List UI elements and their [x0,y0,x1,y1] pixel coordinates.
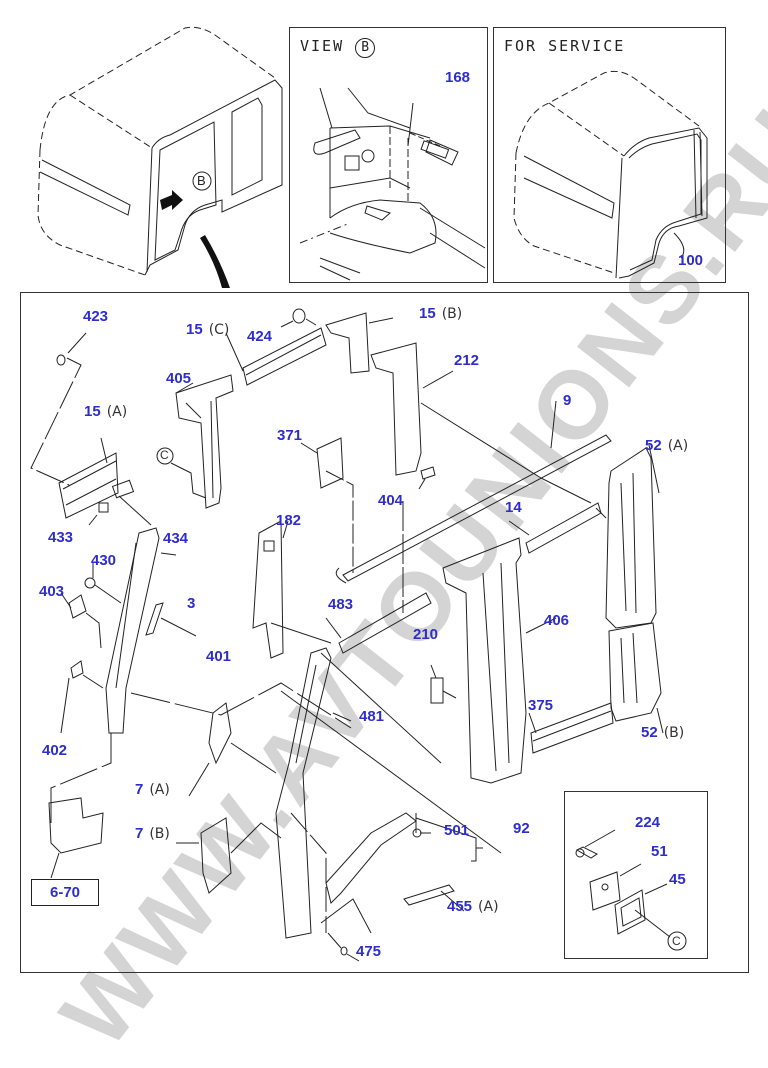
view-title-text: VIEW [300,37,345,55]
part-224 [577,847,597,858]
part-45 [615,890,645,934]
callout-455-a[interactable]: 455(A) [447,898,499,915]
part-210 [431,678,443,703]
callout-424[interactable]: 424 [247,328,273,345]
part-51 [590,872,620,910]
part-481 [276,648,331,938]
callout-433[interactable]: 433 [48,529,74,546]
callout-100[interactable]: 100 [678,252,704,269]
part-403 [69,595,86,618]
callout-481[interactable]: 481 [359,708,385,725]
part-6-70-ref [49,798,103,853]
callout-430[interactable]: 430 [91,552,117,569]
part-434 [112,480,133,497]
callout-45[interactable]: 45 [669,871,686,888]
callout-210[interactable]: 210 [413,626,439,643]
part-475 [341,947,347,955]
callout-52-a[interactable]: 52(A) [645,437,689,454]
callout-405[interactable]: 405 [166,370,192,387]
part-406 [443,538,526,783]
callout-401[interactable]: 401 [206,648,232,665]
part-404 [421,467,435,479]
overview-cab-illustration: B [0,0,290,290]
callout-14[interactable]: 14 [505,499,522,516]
part-424 [293,309,305,323]
callout-182[interactable]: 182 [276,512,302,529]
callout-403[interactable]: 403 [39,583,65,600]
callout-9[interactable]: 9 [563,392,572,409]
view-marker-b[interactable]: B [197,173,206,188]
part-212 [371,343,421,475]
callout-168[interactable]: 168 [445,69,471,86]
callout-434[interactable]: 434 [163,530,189,547]
callout-402[interactable]: 402 [42,742,68,759]
leader-wedge-icon [200,235,230,288]
callout-406[interactable]: 406 [544,612,570,629]
part-371 [317,438,343,488]
direction-arrow-icon [160,190,183,210]
part-182 [253,521,283,658]
callout-483[interactable]: 483 [328,596,354,613]
callout-212[interactable]: 212 [454,352,480,369]
callout-371[interactable]: 371 [277,427,303,444]
callout-51[interactable]: 51 [651,843,668,860]
callout-501[interactable]: 501 [444,822,470,839]
part-15b [326,313,369,373]
view-b-title: VIEW B [300,37,376,58]
callout-404[interactable]: 404 [378,492,404,509]
callout-423[interactable]: 423 [83,308,109,325]
inset-panel: 224 51 45 C [564,791,708,959]
callout-3[interactable]: 3 [187,595,196,612]
part-92-arch [326,813,416,903]
part-405 [176,375,233,508]
part-433 [99,503,108,512]
callout-375[interactable]: 375 [528,697,554,714]
view-b-drawing [290,28,489,284]
callout-7-b[interactable]: 7(B) [135,825,170,842]
part-7b [201,818,231,893]
part-52b [609,623,661,721]
part-501 [413,829,421,837]
cab-drawing [0,0,290,288]
callout-15-c[interactable]: 15(C) [186,321,230,338]
page-reference-6-70[interactable]: 6-70 [31,879,99,906]
callout-92[interactable]: 92 [513,820,530,837]
callout-475[interactable]: 475 [356,943,382,960]
part-430 [85,578,95,588]
part-14 [526,503,601,553]
for-service-panel: FOR SERVICE 100 [493,27,726,283]
callout-224[interactable]: 224 [635,814,661,831]
callout-15-a[interactable]: 15(A) [84,403,128,420]
service-cab-drawing [494,28,727,284]
view-marker-circle: B [355,38,376,58]
part-402 [71,661,83,678]
callout-7-a[interactable]: 7(A) [135,781,170,798]
part-401 [146,603,163,635]
part-15a [59,453,118,518]
view-b-panel: VIEW B 168 [289,27,488,283]
inset-ref-marker-c[interactable]: C [672,934,681,948]
for-service-title: FOR SERVICE [504,37,626,55]
part-52a [606,448,656,628]
part-423 [57,355,65,365]
ref-marker-c[interactable]: C [160,448,169,462]
callout-52-b[interactable]: 52(B) [641,724,685,741]
main-exploded-view: 423 15(C) 424 15(B) 212 405 15(A) 371 9 … [20,292,749,973]
part-7a [209,703,231,763]
callout-15-b[interactable]: 15(B) [419,305,463,322]
